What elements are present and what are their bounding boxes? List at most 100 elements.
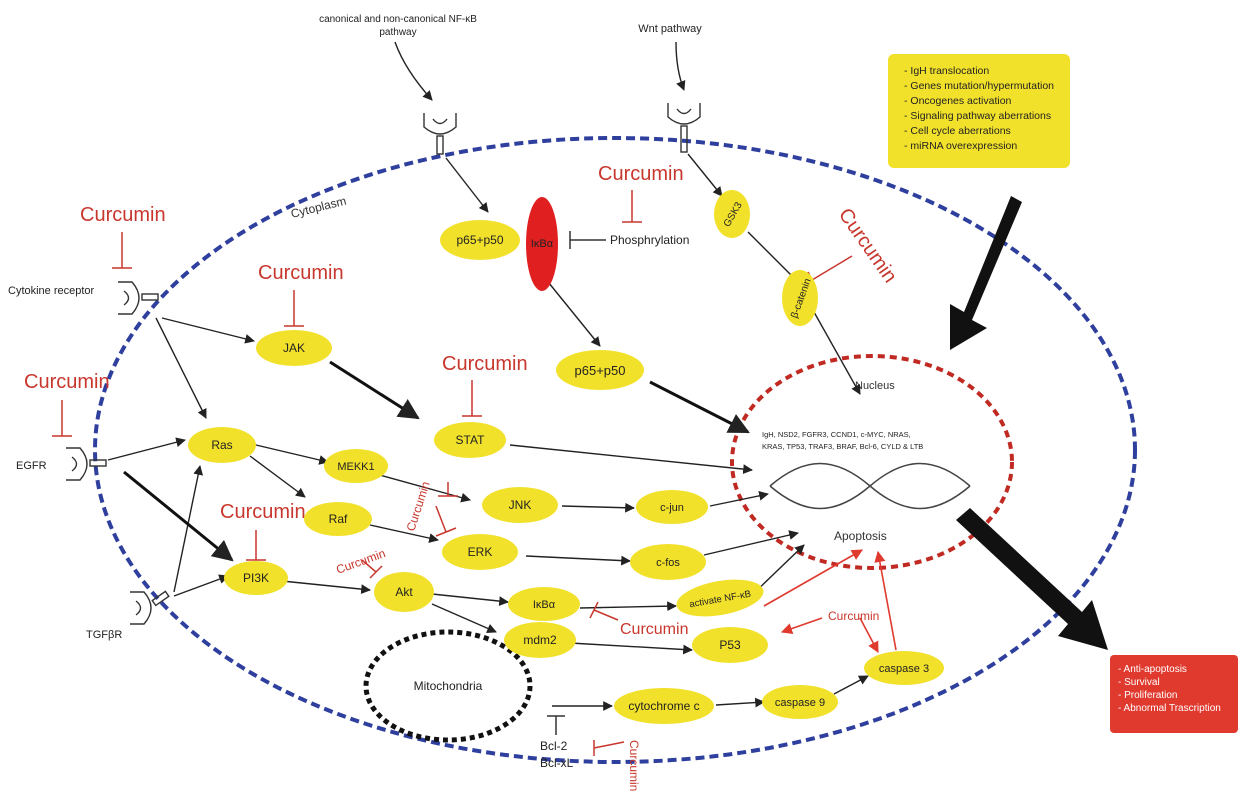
node-caspase9: caspase 9: [762, 685, 838, 719]
node-gsk3: GSK3: [714, 190, 750, 238]
outcome-item: - Survival: [1118, 677, 1160, 688]
node-label: caspase 9: [775, 697, 825, 709]
arrow-icon: [123, 470, 234, 562]
nfkb-pathway-label-1: canonical and non-canonical NF-κB: [319, 14, 477, 25]
node-p65p50-top: p65+p50: [440, 220, 520, 260]
arrow-icon: [369, 524, 439, 543]
arrow-icon: [715, 697, 765, 708]
info-item: - Cell cycle aberrations: [904, 125, 1011, 137]
node-label: mdm2: [523, 633, 557, 647]
mitochondria: [363, 629, 533, 743]
cell-membrane: [93, 136, 1137, 764]
node-mdm2: mdm2: [504, 622, 576, 658]
curcumin-label: Curcumin: [80, 204, 166, 226]
info-item: - miRNA overexpression: [904, 140, 1018, 152]
curcumin-label: Curcumin: [220, 501, 306, 523]
bcl2-label: Bcl-2: [540, 739, 568, 753]
info-item: - IgH translocation: [904, 65, 990, 77]
info-item: - Oncogenes activation: [904, 95, 1012, 107]
arrow-icon: [329, 360, 420, 420]
arrow-icon: [281, 580, 371, 594]
nucleus-genes-line-2: KRAS, TP53, TRAF3, BRAF, Bcl-6, CYLD & L…: [762, 442, 923, 451]
arrow-icon: [833, 675, 869, 695]
curcumin-label: Curcumin: [258, 262, 344, 284]
arrow-icon: [431, 603, 497, 633]
outcome-item: - Abnormal Trascription: [1118, 703, 1221, 714]
curcumin-label: Curcumin: [334, 546, 387, 577]
mutations-info-box: - IgH translocation - Genes mutation/hyp…: [888, 54, 1070, 168]
node-ikba-bottom: IκBα: [508, 587, 580, 621]
arrow-icon: [107, 437, 186, 461]
cytokine-receptor-label: Cytokine receptor: [8, 285, 95, 297]
curcumin-label: Curcumin: [620, 621, 688, 638]
curcumin-label: Curcumin: [24, 371, 110, 393]
arrow-icon: [445, 157, 489, 213]
node-label: JNK: [509, 498, 532, 512]
curcumin-label: Curcumin: [627, 740, 641, 791]
node-akt: Akt: [374, 572, 434, 612]
node-label: PI3K: [243, 571, 269, 585]
arrow-icon: [709, 490, 769, 507]
arrow-icon: [763, 549, 863, 607]
arrow-icon: [525, 555, 631, 566]
apoptosis-label: Apoptosis: [834, 529, 887, 543]
node-ras: Ras: [188, 427, 256, 463]
node-p53: P53: [692, 627, 768, 663]
node-label: c-jun: [660, 502, 684, 514]
tgfbr-label: TGFβR: [86, 629, 122, 641]
arrow-icon: [173, 465, 204, 593]
receptor-icon: [130, 590, 170, 625]
curcumin-label: Curcumin: [598, 163, 684, 185]
node-label: cytochrome c: [628, 699, 699, 713]
receptor-icon: [423, 113, 457, 155]
arrow-icon: [255, 444, 329, 465]
node-label: p65+p50: [575, 363, 626, 378]
node-jnk: JNK: [482, 487, 558, 523]
arrow-icon: [394, 41, 433, 101]
outcomes-box: - Anti-apoptosis - Survival - Proliferat…: [1110, 655, 1238, 733]
arrow-icon: [675, 41, 686, 91]
arrow-icon: [780, 617, 823, 634]
bclxl-label: Bcl-xL: [540, 756, 574, 770]
node-activate-nfkb: activate NF-κB: [676, 579, 764, 617]
node-label: Akt: [395, 585, 413, 599]
wnt-pathway-label: Wnt pathway: [638, 23, 702, 35]
node-label: P53: [719, 638, 741, 652]
arrow-icon: [509, 444, 753, 474]
activation-arrows: [107, 41, 869, 711]
node-jak: JAK: [256, 330, 332, 366]
node-label: MEKK1: [337, 461, 374, 473]
info-item: - Genes mutation/hypermutation: [904, 80, 1054, 92]
big-arrow-out-of-nucleus: [956, 508, 1108, 650]
node-label: JAK: [283, 341, 305, 355]
arrow-icon: [569, 642, 693, 655]
arrow-icon: [161, 317, 255, 344]
node-bcatenin: β-catenin: [782, 270, 818, 326]
outcome-item: - Anti-apoptosis: [1118, 664, 1187, 675]
node-raf: Raf: [304, 502, 372, 536]
arrow-icon: [859, 617, 879, 653]
big-arrow-into-cell: [950, 196, 1022, 350]
node-label: caspase 3: [879, 663, 929, 675]
curcumin-label: Curcumin: [828, 609, 879, 623]
node-label: c-fos: [656, 557, 680, 569]
thick-arrows: [123, 360, 750, 562]
node-label: IκBα: [533, 599, 556, 611]
node-p65p50-bottom: p65+p50: [556, 350, 644, 390]
info-item: - Signaling pathway aberrations: [904, 110, 1052, 122]
receptor-icon: [667, 103, 701, 153]
arrow-icon: [649, 380, 750, 434]
node-label: Raf: [329, 512, 348, 526]
inhibition-bars-black: [547, 231, 606, 735]
apoptosis-arrows: [763, 549, 897, 653]
nucleus-label: Nucleus: [855, 380, 895, 392]
arrow-icon: [173, 574, 229, 597]
node-mekk1: MEKK1: [324, 449, 388, 483]
node-stat: STAT: [434, 422, 506, 458]
arrow-icon: [155, 317, 207, 419]
node-label: p65+p50: [456, 233, 503, 247]
receptor-icon: [66, 447, 107, 481]
node-label: IκBα: [531, 238, 554, 250]
nucleus-genes-line-1: IgH, NSD2, FGFR3, CCND1, c-MYC, NRAS,: [762, 430, 911, 439]
